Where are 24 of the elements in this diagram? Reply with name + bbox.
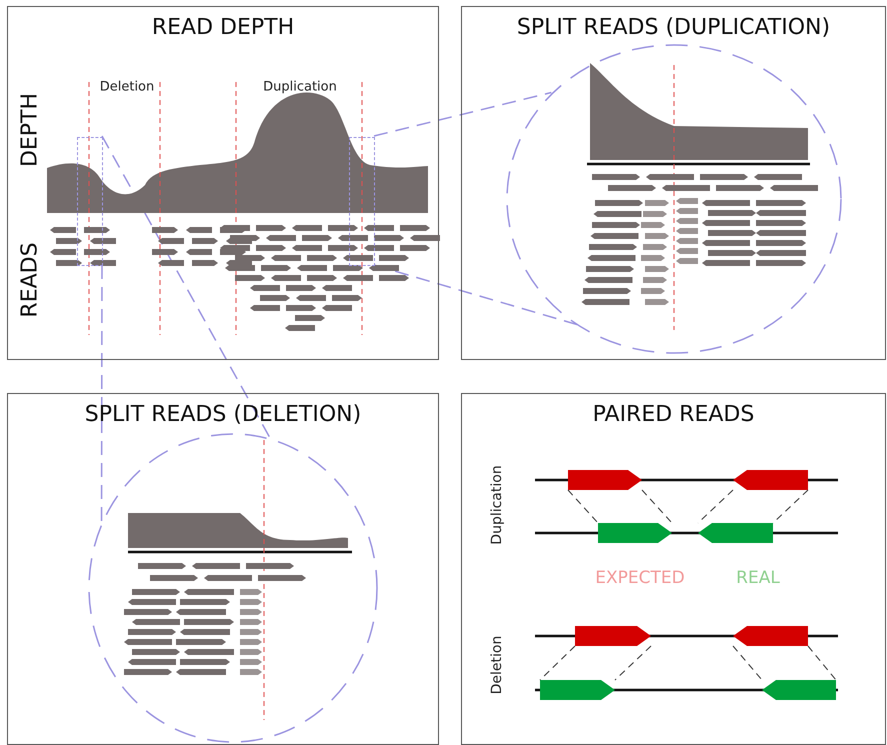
- panel-title: SPLIT READS (DELETION): [84, 402, 362, 427]
- label: Deletion: [100, 80, 154, 94]
- panel-title: READ DEPTH: [152, 15, 294, 40]
- panel: [461, 393, 886, 745]
- zoom-line: [100, 265, 103, 522]
- label: DEPTH: [18, 92, 42, 168]
- panel-title: PAIRED READS: [592, 402, 754, 427]
- zoom-circle: [88, 433, 378, 743]
- panel: [461, 6, 886, 360]
- label: REAL: [736, 568, 780, 588]
- zoom-circle: [506, 44, 842, 354]
- zoom-line: [374, 92, 552, 137]
- label: Duplication: [489, 465, 505, 545]
- label: Deletion: [489, 636, 505, 694]
- zoom-line: [101, 136, 271, 439]
- zoom-box: [349, 137, 375, 266]
- label: EXPECTED: [595, 568, 685, 588]
- label: Duplication: [263, 80, 337, 94]
- panel: [7, 6, 439, 360]
- panel-title: SPLIT READS (DUPLICATION): [516, 15, 830, 40]
- panel: [7, 393, 439, 745]
- zoom-line: [374, 264, 579, 326]
- label: READS: [18, 242, 42, 318]
- zoom-box: [77, 137, 103, 266]
